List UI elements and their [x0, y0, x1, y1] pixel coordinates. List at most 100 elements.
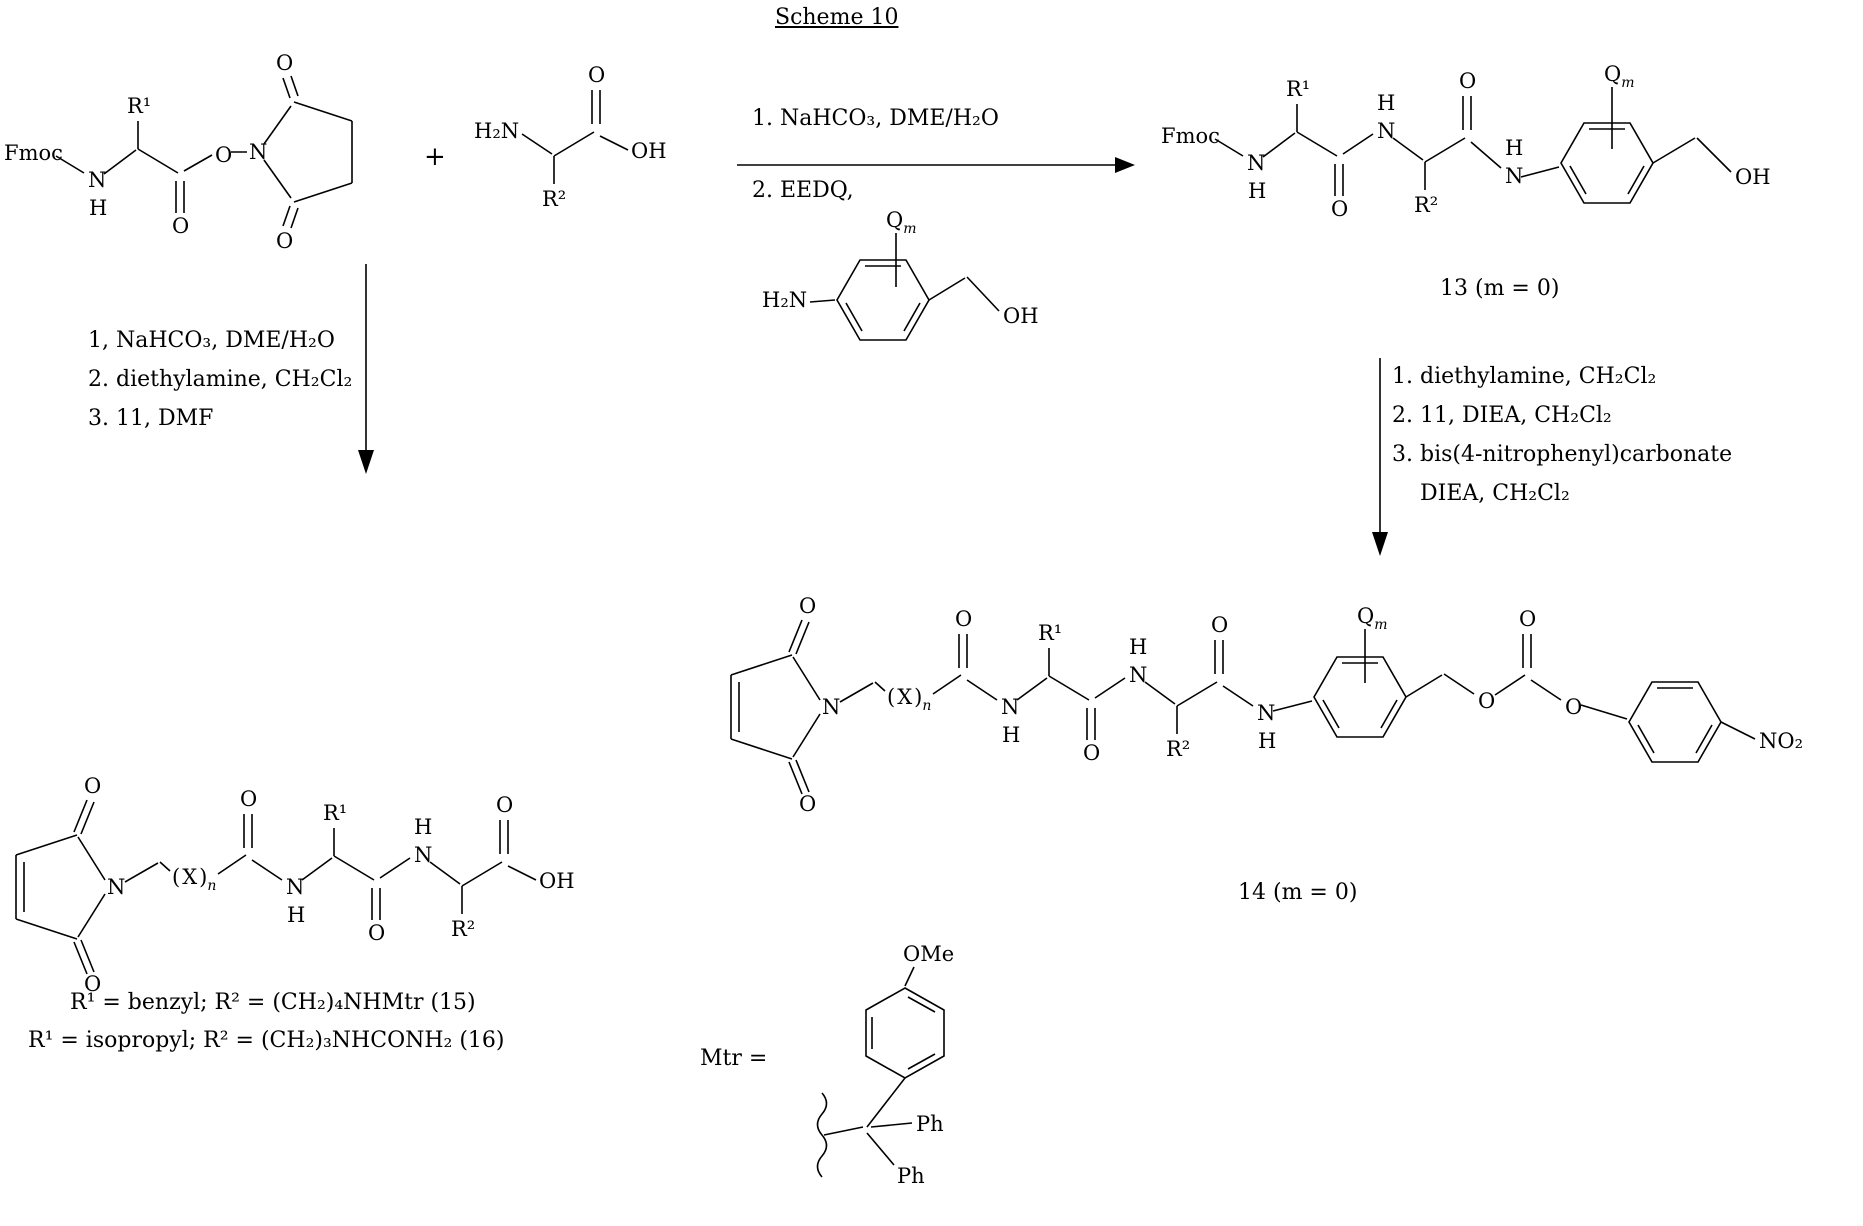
bond-skeleton [521, 131, 629, 184]
atom-label-r2: R² [1166, 737, 1190, 761]
scheme-title: Scheme 10 [775, 5, 899, 30]
q-substituent-label: Qm [1357, 604, 1388, 633]
aromatic-inner-bonds [1569, 128, 1645, 195]
double-bonds [591, 90, 601, 124]
atom-label-oh: OH [631, 139, 667, 163]
structure-compound-14: O O N (X)n O N H R¹ O H N R² O N H Qm O … [730, 595, 1803, 816]
bond-skeleton [823, 966, 915, 1166]
atom-label-h: H [287, 903, 305, 927]
bond-skeleton [730, 629, 1756, 760]
atom-label-n: N [1257, 701, 1275, 725]
atom-label-o: O [1519, 607, 1536, 631]
atom-label-h: H [1258, 729, 1276, 753]
fmoc-label: Fmoc [1161, 124, 1220, 148]
right-condition-line3: 3. bis(4-nitrophenyl)carbonate [1392, 442, 1733, 467]
structure-compound-13: Fmoc N H R¹ O H N R² O H N Qm OH [1161, 62, 1771, 221]
atom-label-oh: OH [539, 869, 575, 893]
atom-label-n: N [1129, 663, 1147, 687]
double-bonds [1334, 96, 1472, 196]
atom-label-n: N [107, 875, 125, 899]
right-arrow-conditions: 1. diethylamine, CH₂Cl₂ 2. 11, DIEA, CH₂… [1392, 364, 1732, 520]
paren-right: ) [199, 865, 207, 889]
atom-label-n: N [1001, 695, 1019, 719]
atom-label-o: O [84, 972, 101, 996]
atom-label-o: O [1211, 613, 1228, 637]
atom-label-n: N [88, 168, 106, 192]
reaction-arrow-down-right [1372, 358, 1388, 556]
q-label: Q [1357, 604, 1374, 628]
double-bonds [23, 799, 509, 975]
atom-label-o-ester: O [215, 143, 232, 167]
atom-label-h: H [414, 815, 432, 839]
arrow-head [358, 450, 374, 474]
q-label: Q [1604, 62, 1621, 86]
atom-label-o: O [496, 793, 513, 817]
atom-label-r2: R² [451, 917, 475, 941]
fmoc-label: Fmoc [4, 141, 63, 165]
atom-label-o: O [1459, 69, 1476, 93]
atom-label-o: O [955, 607, 972, 631]
atom-label-n: N [414, 843, 432, 867]
double-bonds [175, 75, 299, 229]
atom-label-n: N [1377, 119, 1395, 143]
atom-label-o: O [368, 921, 385, 945]
bond-skeleton [1214, 87, 1732, 190]
atom-label-no2: NO₂ [1759, 729, 1803, 753]
atom-label-o: O [1478, 689, 1495, 713]
atom-label-n: N [1505, 164, 1523, 188]
atom-label-h: H [1002, 723, 1020, 747]
reaction-arrow-down-left [358, 264, 374, 474]
structure-amino-acid: H₂N R² O OH [474, 63, 667, 211]
atom-label-r1: R¹ [323, 801, 347, 825]
atom-label-o: O [799, 595, 816, 618]
benzene-rings [1313, 656, 1722, 763]
arrow1-condition-line2: 2. EEDQ, [752, 178, 854, 203]
n-subscript: n [207, 878, 216, 894]
atom-label-ph: Ph [897, 1164, 925, 1188]
atom-label-h: H [1377, 91, 1395, 115]
compound-14-label: 14 (m = 0) [1238, 880, 1358, 905]
attachment-squiggle [816, 1092, 828, 1178]
atom-label-o: O [1083, 741, 1100, 765]
n-subscript: n [922, 698, 931, 714]
x-label: X [182, 865, 197, 889]
atom-label-h: H [1505, 136, 1523, 160]
atom-label-o: O [1331, 197, 1348, 221]
benzene-ring [1560, 122, 1654, 204]
aromatic-inner-bonds [871, 996, 936, 1070]
m-subscript: m [1621, 75, 1634, 91]
paren-right: ) [914, 685, 922, 709]
structure-compound-15-16: O O N (X)n O N H R¹ O H N R² O OH [15, 774, 575, 996]
left-condition-line1: 1, NaHCO₃, DME/H₂O [88, 328, 335, 353]
atom-label-h2n: H₂N [474, 119, 519, 143]
aromatic-inner-bonds [845, 265, 921, 332]
left-arrow-conditions: 1, NaHCO₃, DME/H₂O 2. diethylamine, CH₂C… [88, 328, 352, 445]
mtr-equals-label: Mtr = [700, 1046, 768, 1071]
x-label: X [897, 685, 912, 709]
atom-label-o: O [588, 63, 605, 87]
m-subscript: m [903, 221, 916, 237]
double-bonds [738, 619, 1532, 795]
atom-label-h2n: H₂N [762, 288, 807, 312]
benzene-ring [836, 259, 930, 341]
arrow1-condition-line1: 1. NaHCO₃, DME/H₂O [752, 106, 999, 131]
atom-label-n: N [822, 695, 840, 719]
right-condition-line4: DIEA, CH₂Cl₂ [1420, 481, 1570, 506]
atom-label-r2: R² [1414, 193, 1438, 217]
compound-16-label: R¹ = isopropyl; R² = (CH₂)₃NHCONH₂ (16) [28, 1028, 505, 1053]
arrow-head [1372, 532, 1388, 556]
atom-label-h: H [89, 196, 107, 220]
q-label: Q [886, 208, 903, 232]
atom-label-r1: R¹ [127, 94, 151, 118]
aromatic-inner-bonds [1322, 662, 1713, 754]
paren-left: ( [172, 865, 180, 889]
bond-skeleton [55, 101, 353, 203]
arrow-head [1115, 157, 1135, 173]
atom-label-o: O [799, 792, 816, 816]
atom-label-r2: R² [542, 187, 566, 211]
atom-label-n: N [286, 875, 304, 899]
reaction-arrow-right [737, 157, 1135, 173]
right-condition-line1: 1. diethylamine, CH₂Cl₂ [1392, 364, 1657, 389]
structure-aminobenzyl-alcohol: H₂N Qm OH [762, 208, 1039, 341]
left-condition-line2: 2. diethylamine, CH₂Cl₂ [88, 367, 353, 392]
